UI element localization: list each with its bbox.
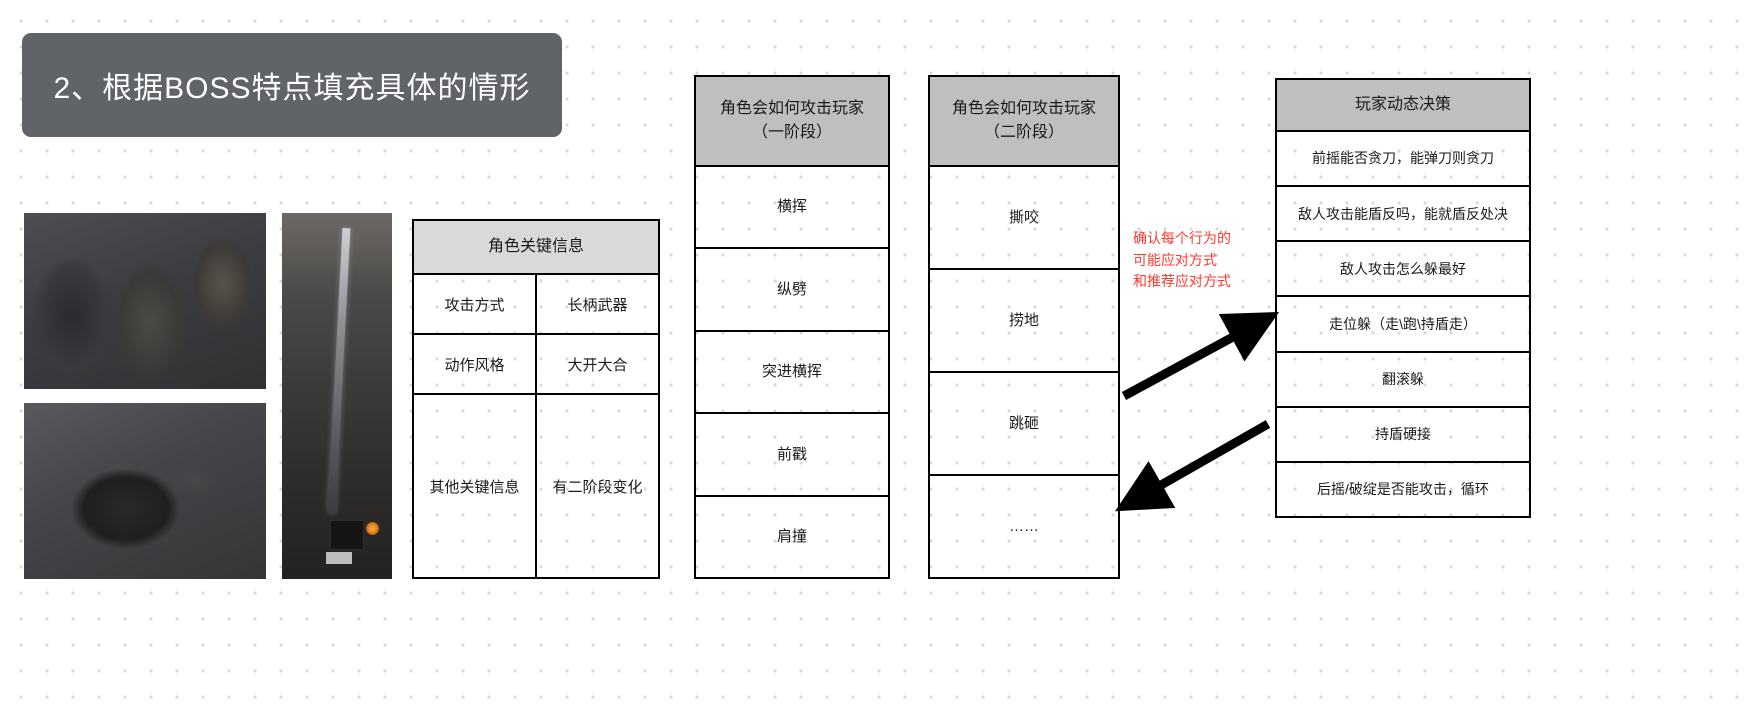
character-info-header: 角色关键信息 bbox=[414, 221, 658, 275]
list-item: 肩撞 bbox=[776, 527, 807, 545]
list-item: 翻滚躲 bbox=[1277, 353, 1529, 408]
list-item: 捞地 bbox=[930, 270, 1118, 373]
character-info-key: 动作风格 bbox=[414, 335, 537, 393]
phase2-attacks-table: 角色会如何攻击玩家 （二阶段） 撕咬 捞地 跳砸 …… bbox=[928, 75, 1120, 579]
player-decision-table: 玩家动态决策 前摇能否贪刀，能弹刀则贪刀 敌人攻击能盾反吗，能就盾反处决 敌人攻… bbox=[1275, 78, 1531, 518]
character-info-key: 攻击方式 bbox=[414, 275, 537, 333]
character-info-value: 有二阶段变化 bbox=[552, 478, 643, 496]
list-item: 持盾硬接 bbox=[1277, 408, 1529, 463]
character-info-table: 角色关键信息 攻击方式 长柄武器 动作风格 大开大合 其他关键信息 有二阶段变化 bbox=[412, 219, 660, 579]
phase2-header: 角色会如何攻击玩家 （二阶段） bbox=[930, 77, 1118, 167]
ember-glow-shape bbox=[365, 522, 379, 536]
concept-art-characters-image bbox=[24, 213, 266, 389]
list-item: 纵劈 bbox=[696, 249, 888, 332]
character-info-key: 其他关键信息 bbox=[414, 395, 537, 577]
section-title-banner: 2、根据BOSS特点填充具体的情形 bbox=[22, 33, 562, 137]
player-decision-header: 玩家动态决策 bbox=[1277, 80, 1529, 132]
table-row: 动作风格 大开大合 bbox=[414, 335, 658, 395]
list-item: …… bbox=[1009, 517, 1039, 535]
list-item: 前摇能否贪刀，能弹刀则贪刀 bbox=[1277, 132, 1529, 188]
list-item: 突进横挥 bbox=[696, 332, 888, 415]
list-item: 走位躲（走\跑\持盾走） bbox=[1277, 297, 1529, 353]
list-item: 敌人攻击怎么躲最好 bbox=[1277, 242, 1529, 298]
table-row: 其他关键信息 有二阶段变化 bbox=[414, 395, 658, 577]
hud-box-shape bbox=[330, 519, 365, 550]
list-item: 前戳 bbox=[696, 414, 888, 497]
list-item: 后摇/破绽是否能攻击，循环 bbox=[1317, 481, 1489, 498]
phase2-header-line1: 角色会如何攻击玩家 bbox=[951, 100, 1096, 117]
list-item: 跳砸 bbox=[930, 373, 1118, 476]
character-info-value: 大开大合 bbox=[567, 356, 628, 374]
phase1-header-line2: （一阶段） bbox=[751, 124, 832, 141]
in-game-screenshot-image bbox=[282, 213, 392, 579]
annotation-line-3: 和推荐应对方式 bbox=[1133, 273, 1231, 290]
phase1-attacks-table: 角色会如何攻击玩家 （一阶段） 横挥 纵劈 突进横挥 前戳 肩撞 bbox=[694, 75, 890, 579]
list-item: 敌人攻击能盾反吗，能就盾反处决 bbox=[1277, 187, 1529, 243]
character-info-value: 长柄武器 bbox=[567, 296, 628, 314]
phase1-header-line1: 角色会如何攻击玩家 bbox=[719, 100, 864, 117]
hud-bar-shape bbox=[326, 552, 352, 565]
annotation-line-1: 确认每个行为的 bbox=[1133, 230, 1231, 246]
phase2-header-line2: （二阶段） bbox=[983, 124, 1064, 141]
weapon-blade-shape bbox=[327, 227, 351, 514]
list-item: 横挥 bbox=[696, 167, 888, 250]
annotation-note: 确认每个行为的 可能应对方式 和推荐应对方式 bbox=[1133, 228, 1267, 293]
phase1-header: 角色会如何攻击玩家 （一阶段） bbox=[696, 77, 888, 167]
annotation-line-2: 可能应对方式 bbox=[1133, 251, 1217, 268]
concept-art-beast-image bbox=[24, 403, 266, 579]
page-title: 2、根据BOSS特点填充具体的情形 bbox=[53, 72, 531, 105]
list-item: 撕咬 bbox=[930, 167, 1118, 270]
table-row: 攻击方式 长柄武器 bbox=[414, 275, 658, 335]
